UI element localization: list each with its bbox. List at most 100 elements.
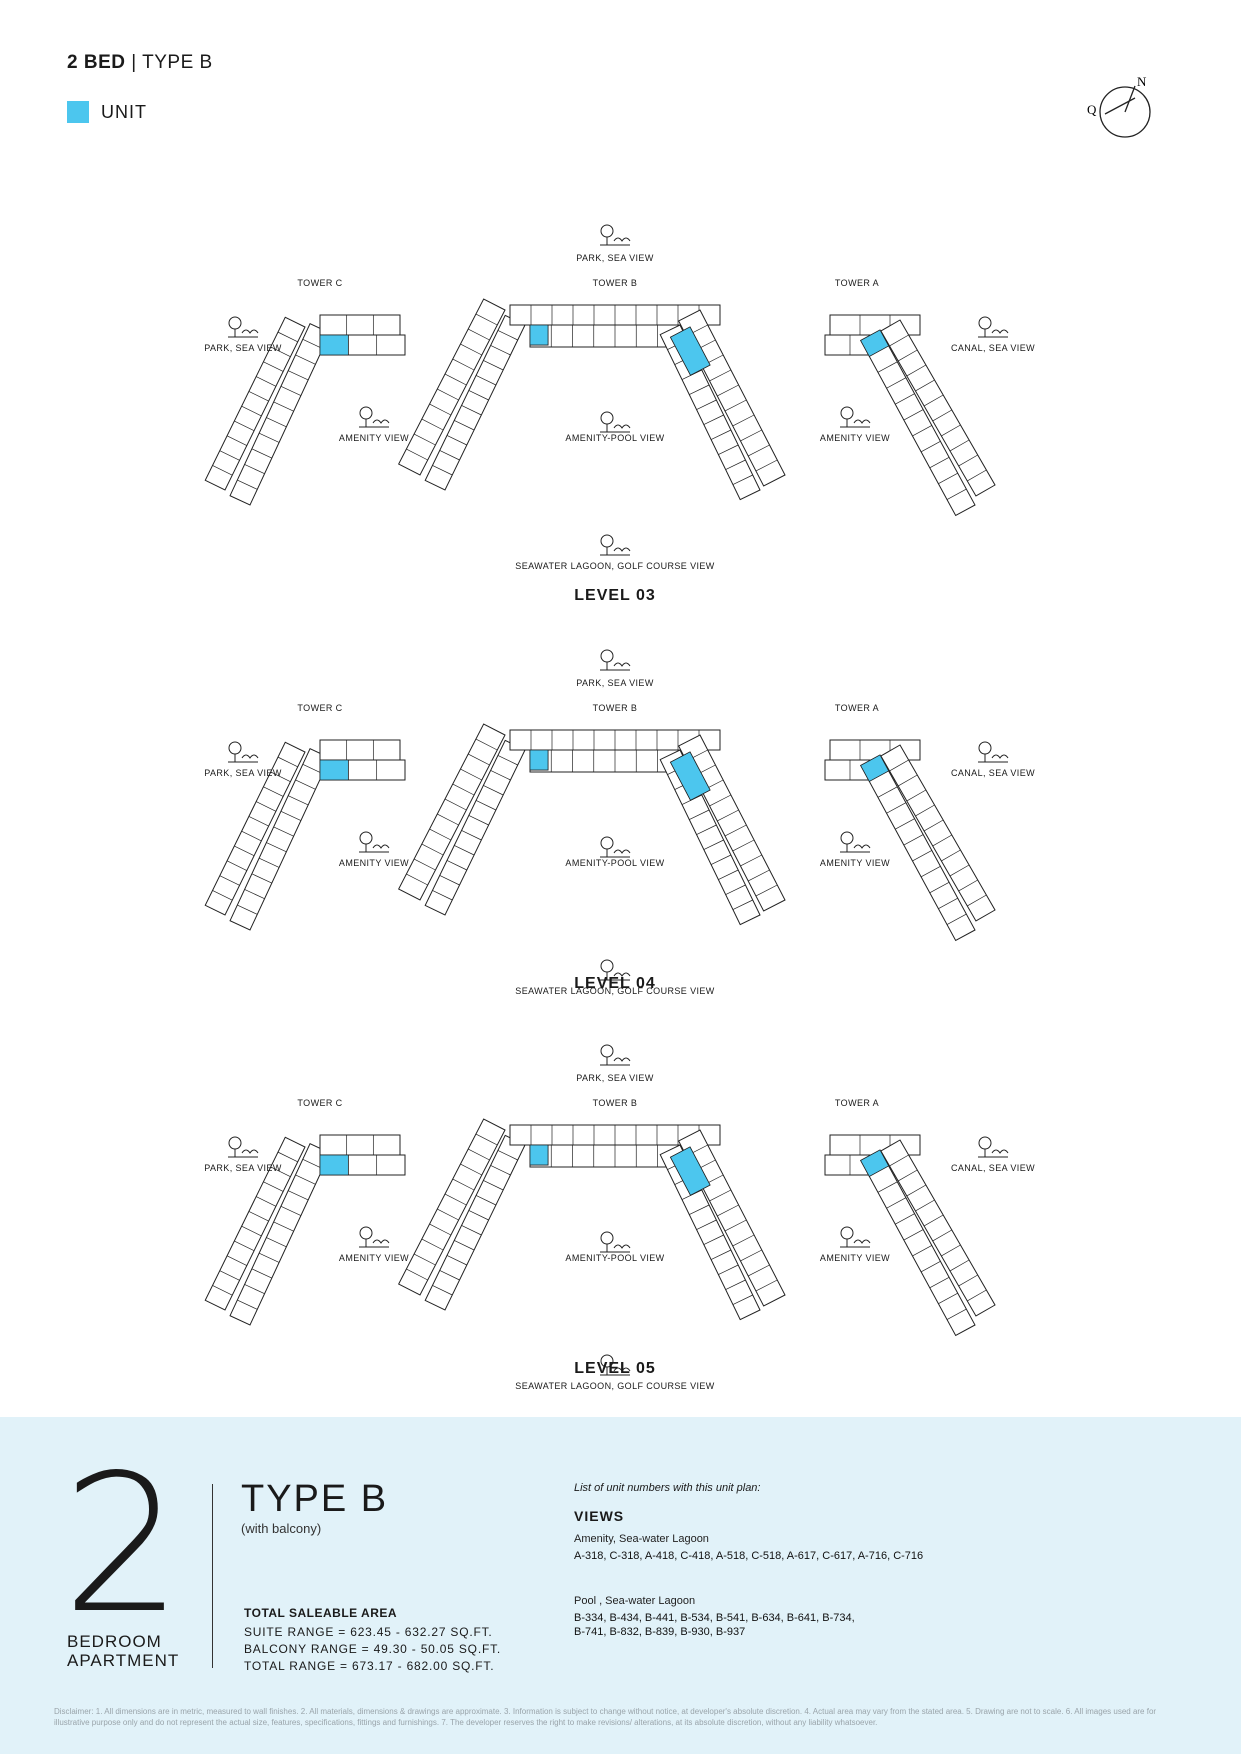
plan-label-park: PARK, SEA VIEW xyxy=(576,1073,654,1083)
balcony-range: BALCONY RANGE = 49.30 - 50.05 SQ.FT. xyxy=(244,1642,502,1656)
lagoon-icon xyxy=(598,1353,632,1382)
suite-range: SUITE RANGE = 623.45 - 632.27 SQ.FT. xyxy=(244,1625,493,1639)
type-title: TYPE B xyxy=(241,1478,389,1520)
plan-label-tower-a: TOWER A xyxy=(834,703,880,713)
unit-list-heading: List of unit numbers with this unit plan… xyxy=(574,1482,761,1494)
lagoon-icon xyxy=(598,958,632,987)
header-separator: | xyxy=(125,52,143,73)
highlighted-unit xyxy=(319,1154,349,1176)
highlighted-unit xyxy=(670,751,711,801)
area-title: TOTAL SALEABLE AREA xyxy=(244,1606,398,1620)
canal-icon xyxy=(976,740,1010,769)
area-ranges: SUITE RANGE = 623.45 - 632.27 SQ.FT. BAL… xyxy=(244,1624,501,1675)
canal-icon xyxy=(976,315,1010,344)
highlighted-unit xyxy=(319,334,349,356)
compass-n: N xyxy=(1137,74,1147,89)
pool-icon xyxy=(598,1230,632,1259)
disclaimer: Disclaimer: 1. All dimensions are in met… xyxy=(54,1707,1157,1727)
summary-panel xyxy=(0,1417,1241,1754)
plan-label-park-left: PARK, SEA VIEW xyxy=(204,768,282,778)
view-pool: Pool , Sea-water Lagoon B-334, B-434, B-… xyxy=(574,1595,855,1639)
plan-label-amenity-right: AMENITY VIEW xyxy=(819,1253,891,1263)
plan-label-amenity-pool: AMENITY-POOL VIEW xyxy=(565,433,665,443)
highlighted-unit xyxy=(529,749,549,771)
bed-count: 2 BED xyxy=(67,52,126,73)
floor-plan-drawing xyxy=(204,298,996,517)
highlighted-unit xyxy=(670,1146,711,1196)
plan-label-amenity-left: AMENITY VIEW xyxy=(338,433,410,443)
highlighted-unit xyxy=(860,754,890,782)
park-icon xyxy=(598,1043,632,1072)
unit-swatch xyxy=(67,101,89,123)
divider xyxy=(212,1484,213,1668)
total-range: TOTAL RANGE = 673.17 - 682.00 SQ.FT. xyxy=(244,1659,495,1673)
plan-label-tower-b: TOWER B xyxy=(592,703,638,713)
plan-label-canal: CANAL, SEA VIEW xyxy=(950,768,1036,778)
highlighted-unit xyxy=(860,1149,890,1177)
level-plan-3: PARK, SEA VIEW TOWER C TOWER B TOWER A PARK,… xyxy=(0,215,1241,615)
park-icon xyxy=(226,740,260,769)
view2-units-1: B-334, B-434, B-441, B-534, B-541, B-634… xyxy=(574,1612,855,1624)
plan-label-park-left: PARK, SEA VIEW xyxy=(204,343,282,353)
amenity-icon xyxy=(357,830,391,859)
plan-label-park: PARK, SEA VIEW xyxy=(576,253,654,263)
plan-label-amenity-left: AMENITY VIEW xyxy=(338,1253,410,1263)
canal-icon xyxy=(976,1135,1010,1164)
plan-label-tower-b: TOWER B xyxy=(592,1098,638,1108)
bedroom-number: 2 xyxy=(62,1434,183,1655)
plan-label-tower-c: TOWER C xyxy=(297,703,343,713)
highlighted-unit xyxy=(860,329,890,357)
view2-units-2: B-741, B-832, B-839, B-930, B-937 xyxy=(574,1626,746,1638)
plan-label-park-left: PARK, SEA VIEW xyxy=(204,1163,282,1173)
plan-label-amenity-left: AMENITY VIEW xyxy=(338,858,410,868)
park-icon xyxy=(226,315,260,344)
amenity-icon xyxy=(838,405,872,434)
plan-label-amenity-right: AMENITY VIEW xyxy=(819,433,891,443)
pool-icon xyxy=(598,410,632,439)
plan-label-canal: CANAL, SEA VIEW xyxy=(950,343,1036,353)
plan-label-tower-c: TOWER C xyxy=(297,278,343,288)
amenity-icon xyxy=(838,1225,872,1254)
plan-label-tower-a: TOWER A xyxy=(834,278,880,288)
highlighted-unit xyxy=(529,1144,549,1166)
amenity-icon xyxy=(838,830,872,859)
unit-type: TYPE B xyxy=(142,52,213,73)
view2-title: Pool , Sea-water Lagoon xyxy=(574,1595,696,1607)
park-icon xyxy=(226,1135,260,1164)
plan-label-amenity-right: AMENITY VIEW xyxy=(819,858,891,868)
balcony-note: (with balcony) xyxy=(241,1521,322,1536)
pool-icon xyxy=(598,835,632,864)
plan-label-park: PARK, SEA VIEW xyxy=(576,678,654,688)
plan-label-amenity-pool: AMENITY-POOL VIEW xyxy=(565,858,665,868)
compass-icon: N Q xyxy=(1087,74,1151,138)
park-icon xyxy=(598,223,632,252)
level-title: LEVEL 05 xyxy=(574,1360,656,1377)
views-heading: VIEWS xyxy=(574,1508,625,1524)
plan-label-amenity-pool: AMENITY-POOL VIEW xyxy=(565,1253,665,1263)
level-title: LEVEL 03 xyxy=(574,587,656,604)
plan-label-canal: CANAL, SEA VIEW xyxy=(950,1163,1036,1173)
highlighted-unit xyxy=(319,759,349,781)
view1-units: A-318, C-318, A-418, C-418, A-518, C-518… xyxy=(574,1550,924,1562)
plan-label-tower-b: TOWER B xyxy=(592,278,638,288)
floor-plan-drawing xyxy=(204,1118,996,1337)
plan-label-lagoon: SEAWATER LAGOON, GOLF COURSE VIEW xyxy=(515,561,715,571)
bedroom-text: BEDROOM xyxy=(67,1632,162,1651)
page-header: 2 BED | TYPE B xyxy=(67,52,213,74)
highlighted-unit xyxy=(670,326,711,376)
amenity-icon xyxy=(357,405,391,434)
highlighted-unit xyxy=(529,324,549,346)
legend-unit-label: UNIT xyxy=(101,101,147,122)
plan-label-tower-a: TOWER A xyxy=(834,1098,880,1108)
apartment-text: APARTMENT xyxy=(67,1651,180,1670)
view-amenity: Amenity, Sea-water Lagoon A-318, C-318, … xyxy=(574,1533,923,1563)
level-title: LEVEL 04 xyxy=(574,975,656,992)
floor-plan-drawing xyxy=(204,723,996,942)
compass-q: Q xyxy=(1087,102,1097,117)
level-plan-4: PARK, SEA VIEW TOWER C TOWER B TOWER A PARK,… xyxy=(0,640,1241,1040)
park-icon xyxy=(598,648,632,677)
plan-label-tower-c: TOWER C xyxy=(297,1098,343,1108)
bedroom-apartment-label: BEDROOM APARTMENT xyxy=(67,1632,179,1670)
legend: UNIT xyxy=(67,101,147,123)
level-plan-5: PARK, SEA VIEW TOWER C TOWER B TOWER A PARK,… xyxy=(0,1035,1241,1435)
